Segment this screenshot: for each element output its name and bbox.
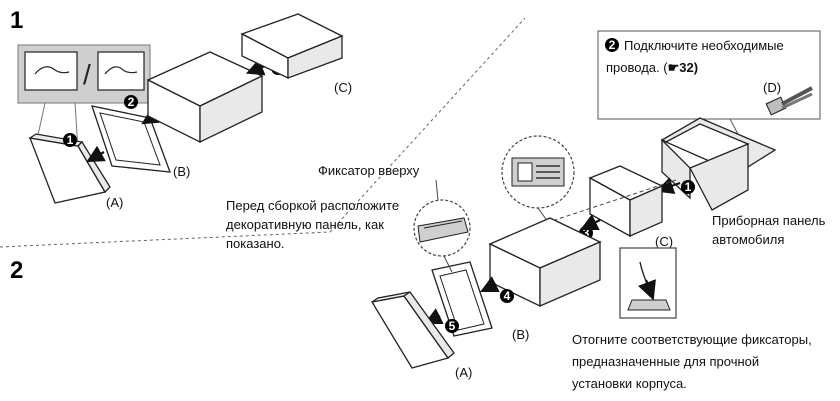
label-c-1: (C) xyxy=(334,80,352,95)
alignment-guide xyxy=(539,179,677,226)
arrow-step-3-2 xyxy=(580,214,601,230)
step-1-badge-2 xyxy=(681,180,695,194)
release-inset: / xyxy=(17,44,151,151)
dashboard-label-line1: Приборная панель xyxy=(712,213,826,228)
sleeve-detail-zoom xyxy=(501,135,575,223)
section-number-1: 1 xyxy=(10,7,23,34)
label-d: (D) xyxy=(763,80,781,95)
label-a-1: (A) xyxy=(106,195,123,210)
arrow-step-1-2 xyxy=(655,177,681,194)
step-2-badge xyxy=(124,95,138,109)
dashboard-label-line2: автомобиля xyxy=(712,232,784,247)
wire-connector-d xyxy=(765,86,813,116)
step-1-number-2: 1 xyxy=(685,180,692,194)
trim-note-line1: Перед сборкой расположите xyxy=(226,198,399,213)
step-3-number-2: 3 xyxy=(583,226,590,240)
step-1-badge xyxy=(63,133,77,147)
step-4-number: 4 xyxy=(504,289,511,303)
label-b-2: (B) xyxy=(512,327,529,342)
sleeve-c-1 xyxy=(240,13,344,80)
unit-box-1 xyxy=(146,51,264,144)
bend-note-line2: предназначенные для прочной xyxy=(572,354,759,369)
arrow-step-4 xyxy=(480,276,500,292)
step-5-badge xyxy=(445,319,459,333)
step-5-number: 5 xyxy=(449,319,456,333)
callout-text-line1: Подключите необходимые xyxy=(624,38,784,53)
callout-step-number: 2 xyxy=(609,38,616,52)
step-2-number: 2 xyxy=(128,95,135,109)
section-divider xyxy=(0,17,526,248)
latch-note: Фиксатор вверху xyxy=(318,163,420,178)
trim-note-line3: показано. xyxy=(226,236,285,251)
bend-note-line1: Отогните соответствующие фиксаторы, xyxy=(572,332,812,347)
step-1-number: 1 xyxy=(67,133,74,147)
page-ref-icon: ☛ xyxy=(668,60,680,75)
unit-box-2 xyxy=(488,217,602,308)
svg-text:/: / xyxy=(83,59,91,90)
callout-text-line2: провода. (☛32) xyxy=(606,60,698,75)
section-number-2: 2 xyxy=(10,257,23,284)
label-b-1: (B) xyxy=(173,164,190,179)
trim-note-line2: декоративную панель, как xyxy=(226,217,384,232)
car-dashboard xyxy=(660,117,777,211)
callout-step-badge xyxy=(605,38,619,52)
callout-line2-prefix: провода. ( xyxy=(606,60,668,75)
arrow-step-1 xyxy=(86,145,106,163)
latch-detail-zoom xyxy=(413,179,471,273)
faceplate-a-2 xyxy=(370,291,455,369)
bend-note-line3: установки корпуса. xyxy=(572,376,687,391)
step-4-badge xyxy=(500,289,514,303)
bend-tab-inset xyxy=(619,247,677,319)
label-a-2: (A) xyxy=(455,365,472,380)
callout-page-ref: 32) xyxy=(679,60,698,75)
trim-ring-b-2 xyxy=(431,261,493,337)
sleeve-c-2 xyxy=(588,165,664,238)
label-c-2: (C) xyxy=(655,234,673,249)
